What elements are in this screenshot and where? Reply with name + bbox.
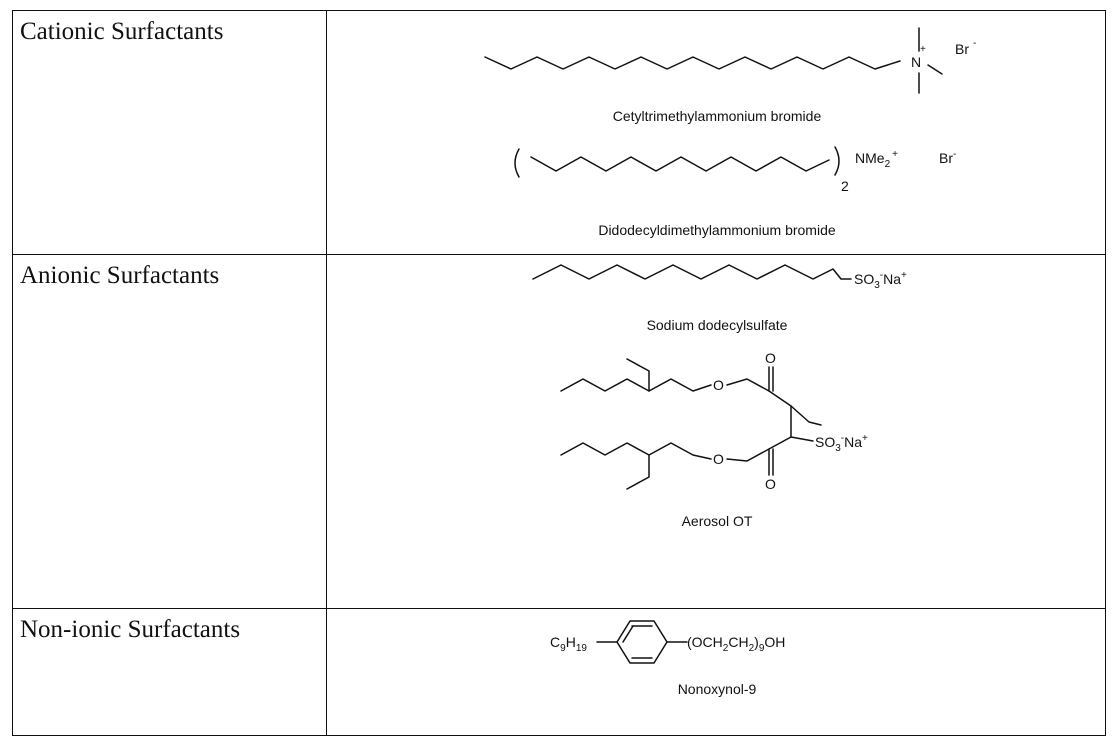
surfactant-table: Cationic Surfactants N + Br - Cetyltrime… — [12, 10, 1106, 736]
anionic-structures: SO3-Na+ Sodium dodecylsulfate — [532, 264, 907, 529]
tail-c: C — [550, 634, 560, 650]
sds-head-text: SO — [854, 271, 874, 287]
structure-cell: C9H19 (OCH2CH2)9OH Nonoxynol-9 — [326, 608, 1106, 736]
aot-oxygen-ester-lower: O — [713, 451, 724, 467]
structure-cell: N + Br - Cetyltrimethylammonium bromide … — [326, 10, 1106, 255]
benzene-ring-icon — [616, 620, 668, 664]
class-label-cationic: Cationic Surfactants — [20, 18, 224, 45]
chain-sub3: 9 — [759, 643, 765, 654]
ddab-head: NMe2+ — [855, 149, 898, 170]
class-cell: Non-ionic Surfactants — [12, 608, 327, 736]
ctab-nitrogen: N — [911, 54, 921, 70]
aot-skeleton — [560, 358, 822, 490]
ctab-bromide: Br — [955, 41, 969, 57]
compound-name-ctab: Cetyltrimethylammonium bromide — [613, 108, 822, 124]
class-cell: Cationic Surfactants — [12, 10, 327, 255]
aot-counter-charge: + — [862, 433, 868, 444]
nonoxynol-chain: (OCH2CH2)9OH — [687, 634, 785, 654]
row-anionic: Anionic Surfactants SO3-Na+ Sodium dodec… — [12, 254, 1106, 609]
sds-alkyl-chain — [532, 264, 852, 280]
tail-sub1: 9 — [560, 643, 566, 654]
aot-counter-ion: Na — [844, 434, 862, 450]
aot-head-charge: - — [841, 433, 844, 444]
nonoxynol-tail: C9H19 — [550, 634, 587, 654]
nonionic-structures: C9H19 (OCH2CH2)9OH Nonoxynol-9 — [550, 620, 785, 697]
ctab-n-charge: + — [920, 44, 926, 55]
class-label-nonionic: Non-ionic Surfactants — [20, 616, 241, 643]
chain-open: (OCH — [687, 634, 723, 650]
sds-head-sub: 3 — [874, 280, 880, 291]
row-nonionic: Non-ionic Surfactants C9H19 (OCH2CH2)9OH — [12, 608, 1106, 736]
structure-cell: SO3-Na+ Sodium dodecylsulfate — [326, 254, 1106, 609]
chain-sub1: 2 — [723, 643, 729, 654]
aot-head-text: SO — [815, 434, 835, 450]
compound-name-nonoxynol: Nonoxynol-9 — [678, 681, 757, 697]
tail-sub2: 19 — [576, 643, 588, 654]
ddab-bromide-text: Br — [939, 150, 953, 166]
ddab-paren-left — [514, 148, 520, 178]
ddab-head-text: NMe — [855, 150, 885, 166]
row-cationic: Cationic Surfactants N + Br - Cetyltrime… — [12, 10, 1106, 255]
ddab-head-charge: + — [892, 149, 898, 160]
aot-headgroup: SO3-Na+ — [815, 433, 868, 454]
compound-name-sds: Sodium dodecylsulfate — [647, 317, 788, 333]
sds-head-charge: - — [880, 270, 883, 281]
aot-head-sub: 3 — [835, 443, 841, 454]
chain-mid: CH — [728, 634, 748, 650]
chain-close: ) — [754, 634, 759, 650]
compound-name-ddab: Didodecyldimethylammonium bromide — [598, 222, 836, 238]
ctab-bromide-charge: - — [973, 38, 976, 49]
aot-oxygen-carbonyl-lower: O — [765, 476, 776, 492]
cationic-structures: N + Br - Cetyltrimethylammonium bromide … — [484, 27, 976, 238]
ddab-head-sub: 2 — [885, 159, 891, 170]
ctab-alkyl-chain — [484, 56, 901, 70]
aot-oxygen-carbonyl-upper: O — [765, 350, 776, 366]
tail-h: H — [566, 634, 576, 650]
ctab-methyl-right — [927, 64, 943, 75]
sds-headgroup: SO3-Na+ — [854, 270, 907, 291]
sds-counter-charge: + — [901, 270, 907, 281]
ddab-multiplier: 2 — [841, 178, 849, 194]
ddab-bromide-charge: - — [953, 149, 956, 160]
aot-oxygen-ester-upper: O — [713, 377, 724, 393]
class-label-anionic: Anionic Surfactants — [20, 262, 220, 289]
ddab-alkyl-chain — [530, 156, 830, 172]
chain-end: OH — [764, 634, 785, 650]
ddab-bromide: Br- — [939, 149, 956, 166]
compound-name-aot: Aerosol OT — [682, 513, 753, 529]
chain-sub2: 2 — [749, 643, 755, 654]
sds-counter-ion: Na — [883, 271, 901, 287]
class-cell: Anionic Surfactants — [12, 254, 327, 609]
ddab-paren-right — [834, 146, 840, 176]
